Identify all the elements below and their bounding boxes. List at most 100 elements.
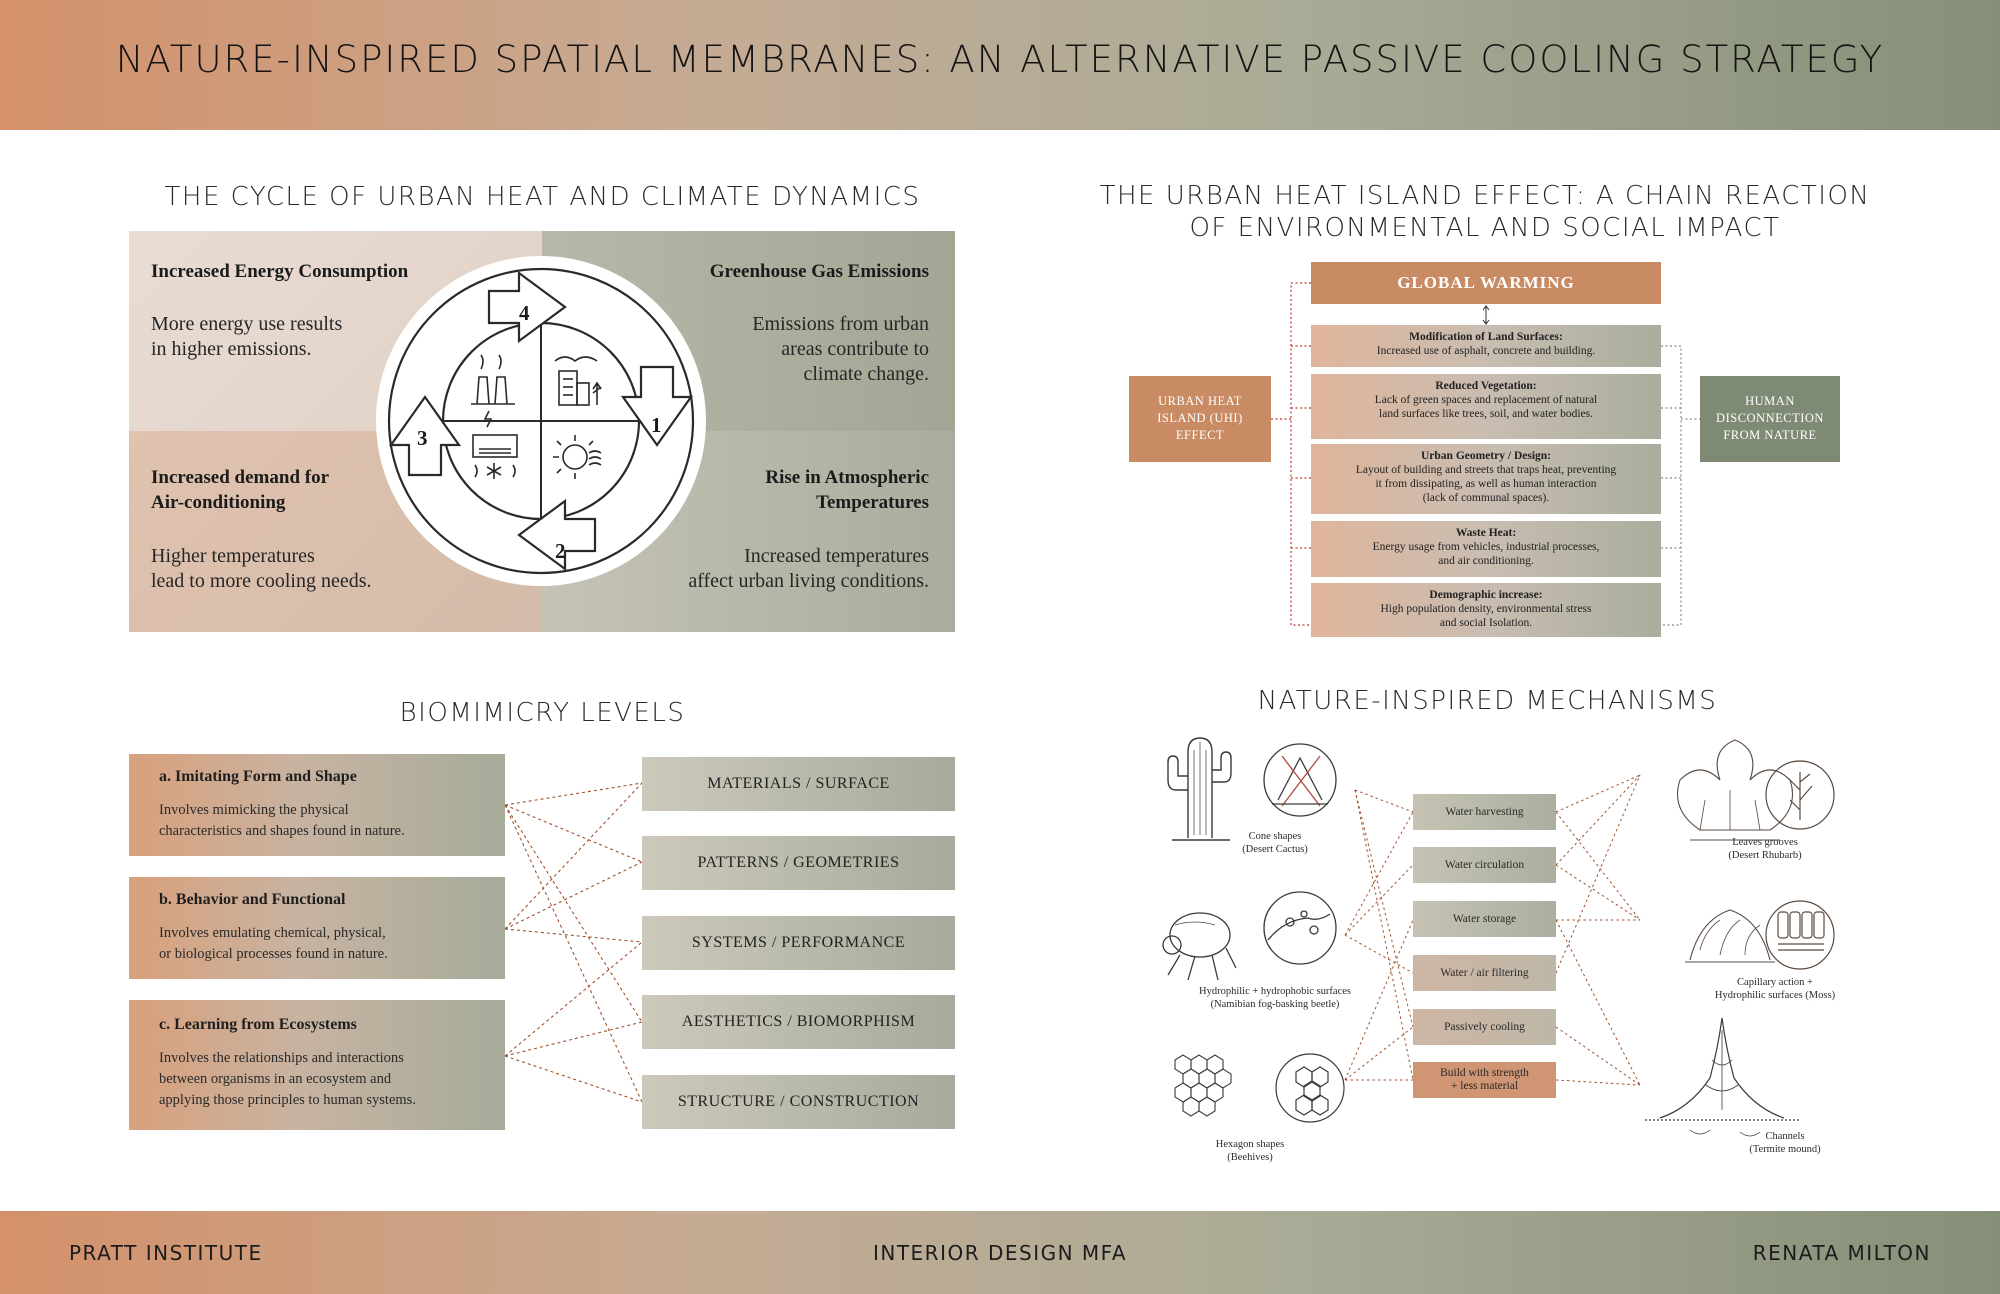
caption-line: Channels [1765,1131,1805,1142]
cycle-section-title: THE CYCLE OF URBAN HEAT AND CLIMATE DYNA… [164,182,921,212]
factory-icon [471,354,515,428]
uhi-item-title: Modification of Land Surfaces: [1409,331,1563,343]
uhi-item-waste-heat: Waste Heat: Energy usage from vehicles, … [1311,521,1661,577]
quadrant-desc-line: climate change. [803,363,930,385]
quadrant-desc-line: Emissions from urban [752,313,929,335]
step-number: 2 [555,539,566,563]
quadrant-desc-line: More energy use results [151,313,343,335]
category-patterns-geometries: PATTERNS / GEOMETRIES [642,836,955,890]
caption-beetle: Hydrophilic + hydrophobic surfaces (Nami… [1160,985,1390,1011]
caption-cactus: Cone shapes (Desert Cactus) [1180,830,1370,856]
quadrant-title: Increased Energy Consumption [151,261,409,282]
uhi-item-demographic: Demographic increase: High population de… [1311,583,1661,637]
sun-heat-icon [553,435,602,479]
level-behavior-functional: b. Behavior and Functional Involves emul… [129,877,505,979]
uhi-right-connectors [1661,345,1700,626]
mechanism-label: Build with strength [1440,1067,1529,1079]
step-number: 4 [519,301,530,325]
gw-double-arrow [1482,305,1490,325]
caption-line: (Termite mound) [1749,1144,1821,1155]
level-ecosystems: c. Learning from Ecosystems Involves the… [129,1000,505,1130]
level-desc-line: Involves emulating chemical, physical, [159,925,386,941]
biomimicry-connectors [504,782,643,1103]
quadrant-desc-line: Increased temperatures [744,545,929,567]
quadrant-title: Rise in Atmospheric [765,467,929,488]
step-number: 3 [417,426,428,450]
arrow-step-2 [517,498,597,572]
step-number: 1 [651,413,662,437]
caption-line: Hexagon shapes [1215,1139,1285,1150]
caption-line: Capillary action + [1737,977,1813,988]
cactus-icon [1167,737,1232,841]
caption-line: (Desert Cactus) [1242,844,1308,855]
quadrant-title: Increased demand for [151,467,330,488]
caption-line: (Desert Rhubarb) [1728,850,1802,861]
mechanisms-section-title: NATURE-INSPIRED MECHANISMS [1257,686,1718,716]
mechanism-passively-cooling: Passively cooling [1413,1009,1556,1045]
arrow-step-4 [487,270,567,344]
header-banner: NATURE-INSPIRED SPATIAL MEMBRANES: AN AL… [0,0,2000,130]
uhi-box-line: ISLAND (UHI) [1157,411,1243,425]
uhi-item-line: Energy usage from vehicles, industrial p… [1372,541,1600,553]
level-title: c. Learning from Ecosystems [159,1016,357,1033]
uhi-item-line: Layout of building and streets that trap… [1355,464,1617,476]
capillary-detail-icon [1765,900,1835,970]
category-systems-performance: SYSTEMS / PERFORMANCE [642,916,955,970]
caption-line: Leaves grooves [1732,837,1798,848]
level-desc-line: between organisms in an ecosystem and [159,1071,392,1087]
uhi-left-connectors [1271,282,1311,626]
moss-icon [1685,909,1775,963]
mechanism-label: Water storage [1452,912,1517,925]
uhi-item-title: Waste Heat: [1455,527,1517,539]
mechanism-label: Water harvesting [1445,805,1524,818]
uhi-box-line: URBAN HEAT [1158,394,1242,408]
uhi-item-line: Lack of green spaces and replacement of … [1374,394,1598,406]
uhi-item-land-surfaces: Modification of Land Surfaces: Increased… [1311,325,1661,367]
hdn-box-line: HUMAN [1745,394,1795,408]
uhi-item-title: Demographic increase: [1429,589,1543,601]
caption-line: Hydrophilic surfaces (Moss) [1714,990,1836,1001]
cone-detail-icon [1263,743,1337,817]
category-materials-surface: MATERIALS / SURFACE [642,757,955,811]
category-aesthetics-biomorphism: AESTHETICS / BIOMORPHISM [642,995,955,1049]
beetle-icon [1162,912,1237,981]
quadrant-title: Greenhouse Gas Emissions [709,261,929,282]
level-desc-line: applying those principles to human syste… [159,1092,416,1108]
uhi-box-line: EFFECT [1175,428,1225,442]
beetle-surface-detail-icon [1263,891,1337,965]
uhi-section-title: THE URBAN HEAT ISLAND EFFECT: A CHAIN RE… [1060,180,1910,244]
caption-moss: Capillary action + Hydrophilic surfaces … [1680,976,1870,1002]
quadrant-title: Temperatures [816,492,929,513]
footer-program: INTERIOR DESIGN MFA [872,1241,1128,1265]
footer-author: RENATA MILTON [1752,1241,1931,1265]
human-disconnection-box: HUMAN DISCONNECTION FROM NATURE [1700,376,1840,462]
air-conditioner-icon [472,434,518,479]
hdn-box-line: DISCONNECTION [1716,411,1824,425]
uhi-item-reduced-vegetation: Reduced Vegetation: Lack of green spaces… [1311,374,1661,439]
category-structure-construction: STRUCTURE / CONSTRUCTION [642,1075,955,1129]
arrow-step-3 [388,395,462,477]
mechanism-water-air-filtering: Water / air filtering [1413,955,1556,991]
quadrant-desc-line: in higher emissions. [151,338,312,360]
mechanism-water-harvesting: Water harvesting [1413,794,1556,830]
caption-termite: Channels (Termite mound) [1720,1130,1850,1156]
level-title: b. Behavior and Functional [159,891,346,908]
uhi-item-line: (lack of communal spaces). [1422,492,1550,504]
quadrant-desc-line: Higher temperatures [151,545,315,567]
caption-line: (Beehives) [1227,1152,1273,1163]
global-warming-box: GLOBAL WARMING [1311,262,1661,304]
cycle-wheel: 4 1 2 3 [376,256,706,586]
mechanism-water-storage: Water storage [1413,901,1556,937]
mechanism-build-strength: Build with strength + less material [1413,1062,1556,1098]
quadrant-desc-line: areas contribute to [781,338,929,360]
level-title: a. Imitating Form and Shape [159,768,357,785]
caption-beehive: Hexagon shapes (Beehives) [1185,1138,1315,1164]
level-desc-line: characteristics and shapes found in natu… [159,823,405,839]
footer-banner: PRATT INSTITUTE INTERIOR DESIGN MFA RENA… [0,1211,2000,1294]
uhi-item-line: Increased use of asphalt, concrete and b… [1376,345,1596,357]
caption-line: (Namibian fog-basking beetle) [1210,999,1340,1010]
city-icon [554,356,602,406]
uhi-title-line: OF ENVIRONMENTAL AND SOCIAL IMPACT [1189,213,1781,243]
caption-line: Hydrophilic + hydrophobic surfaces [1198,986,1351,997]
level-desc-line: Involves the relationships and interacti… [159,1050,404,1066]
